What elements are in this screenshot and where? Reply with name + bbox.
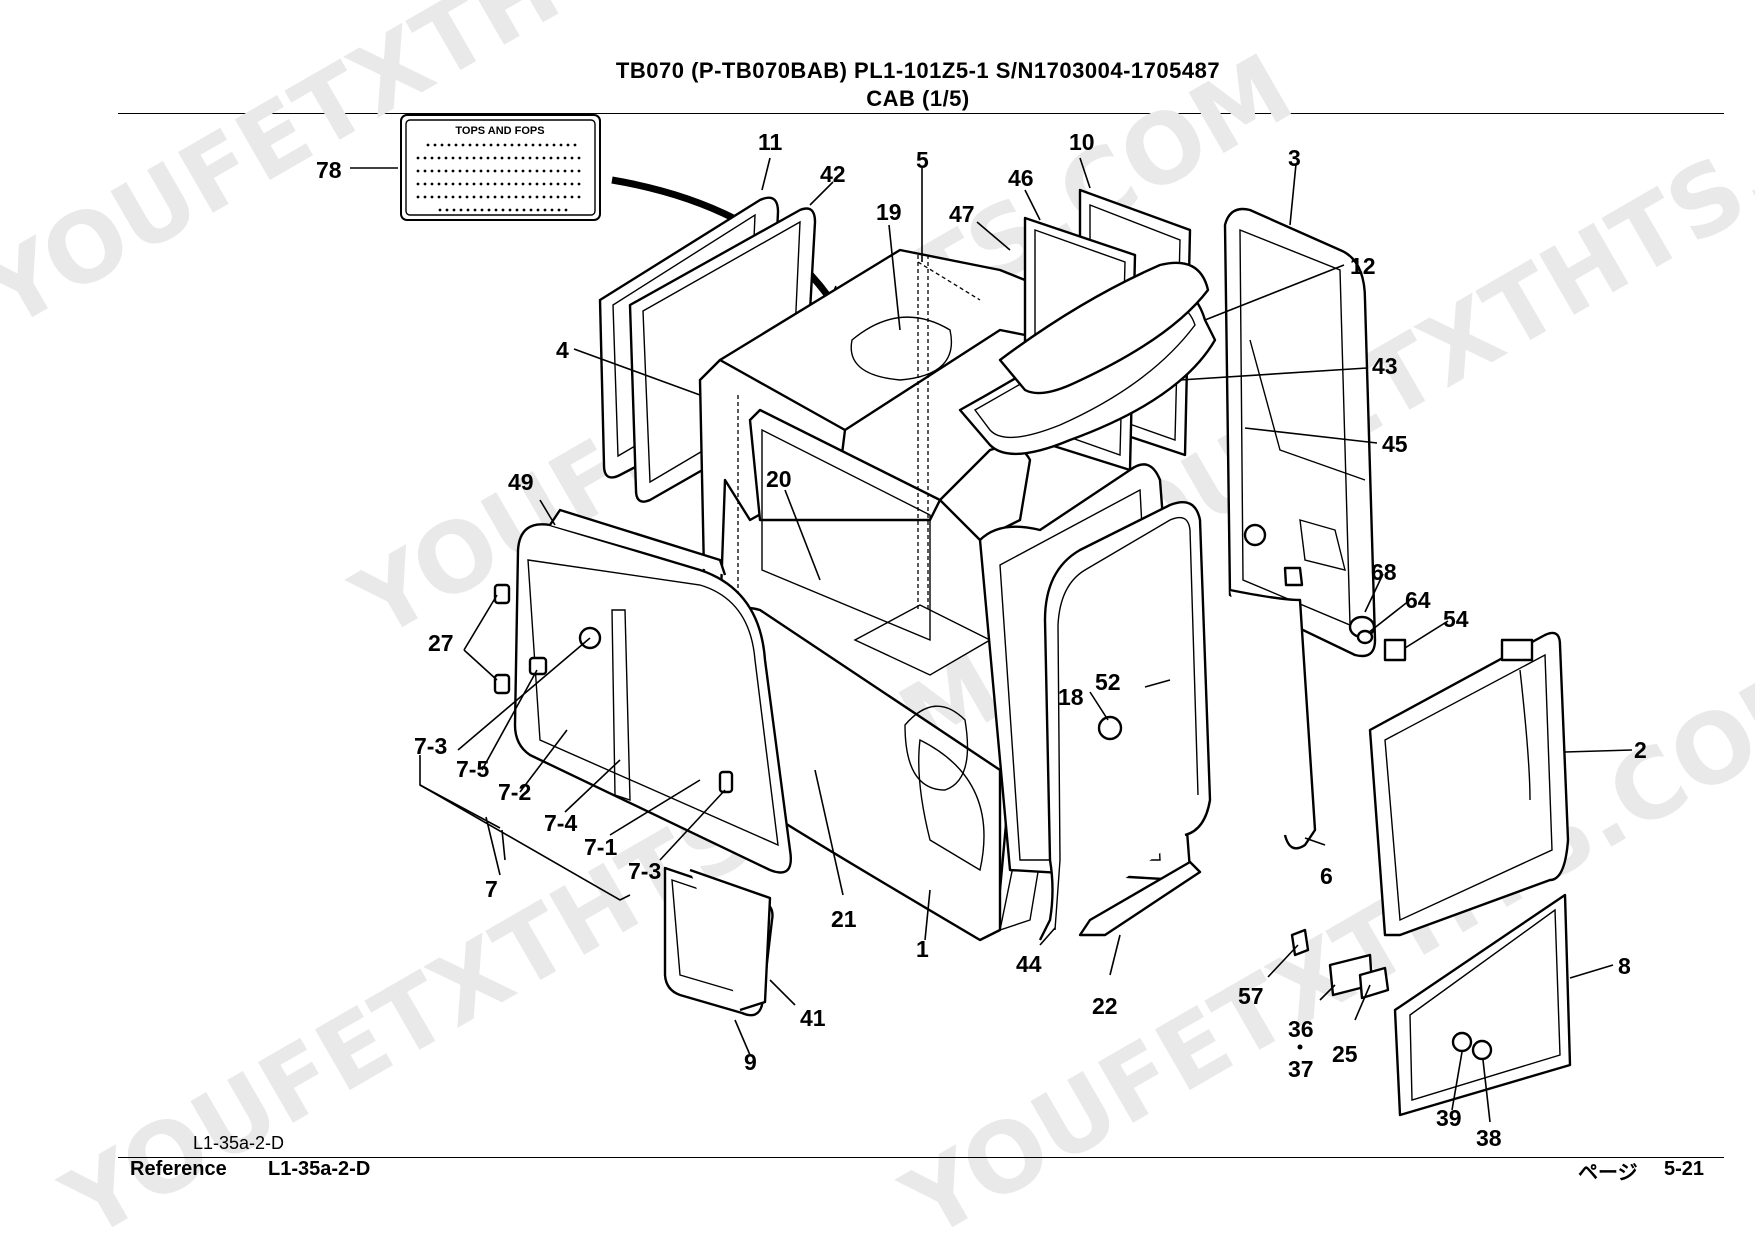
callout-43: 43 [1372,353,1398,379]
tops-fops-decal: TOPS AND FOPS [400,114,601,221]
right-side-window-assembly [1368,631,1572,1117]
callout-37: 37 [1288,1056,1314,1082]
callout-46: 46 [1008,165,1034,191]
callout-45: 45 [1382,431,1408,457]
callout-64: 64 [1405,587,1431,613]
hardware-parts [1097,523,1493,1061]
callout-47: 47 [949,201,975,227]
callout-41: 41 [800,1005,826,1031]
door-assembly [1223,207,1377,658]
callout-12: 12 [1350,253,1376,279]
callout-7-2: 7-2 [498,779,531,805]
callout-7-1: 7-1 [584,834,617,860]
callout-5: 5 [916,147,929,173]
callout-3: 3 [1288,145,1301,171]
decal-title: TOPS AND FOPS [455,125,544,137]
callout-7-3-top: 7-3 [414,733,447,759]
callout-10: 10 [1069,129,1095,155]
decal-text-dots [416,143,581,212]
callout-78: 78 [316,157,342,183]
callout-52: 52 [1095,669,1121,695]
callout-dot [1297,1044,1303,1050]
callout-7: 7 [485,876,498,902]
left-sliding-door [493,508,792,874]
small-side-window [663,866,774,1017]
callout-38: 38 [1476,1125,1502,1151]
callout-36: 36 [1288,1016,1314,1042]
callout-1: 1 [916,936,929,962]
callout-22: 22 [1092,993,1118,1019]
reference-code: L1-35a-2-D [268,1158,371,1180]
page-label: ページ [1578,1162,1638,1184]
callout-42: 42 [820,161,846,187]
callout-7-4: 7-4 [544,810,577,836]
diagram-title-line2: CAB (1/5) [866,86,970,111]
callout-39: 39 [1436,1105,1462,1131]
reference-code-small: L1-35a-2-D [193,1133,285,1153]
callout-44: 44 [1016,951,1042,977]
callout-54: 54 [1443,606,1469,632]
callout-9: 9 [744,1049,757,1075]
callout-11: 11 [758,129,783,155]
callout-21: 21 [831,906,857,932]
callout-27: 27 [428,630,454,656]
callout-25: 25 [1332,1041,1358,1067]
callout-6: 6 [1320,863,1333,889]
diagram-title-line1: TB070 (P-TB070BAB) PL1-101Z5-1 S/N170300… [615,58,1221,83]
roof-glass-assembly [958,261,1217,455]
leader-lines [350,157,1633,1123]
callout-2: 2 [1634,737,1647,763]
page-number: 5-21 [1664,1158,1705,1180]
callout-7-3-bottom: 7-3 [628,858,661,884]
callout-57: 57 [1238,983,1264,1009]
callout-8: 8 [1618,953,1631,979]
callout-68: 68 [1371,559,1397,585]
reference-label: Reference [130,1158,227,1180]
footer-rule [118,1157,1724,1158]
door-rail-assembly [1038,500,1317,941]
callout-20: 20 [766,466,792,492]
header-rule [118,113,1724,114]
callout-49: 49 [508,469,534,495]
callout-18: 18 [1058,684,1084,710]
callout-labels: 78 11 42 5 19 46 47 10 3 12 4 43 45 49 2… [316,129,1647,1151]
callout-4: 4 [556,337,569,363]
callout-19: 19 [876,199,902,225]
callout-7-5: 7-5 [456,756,489,782]
